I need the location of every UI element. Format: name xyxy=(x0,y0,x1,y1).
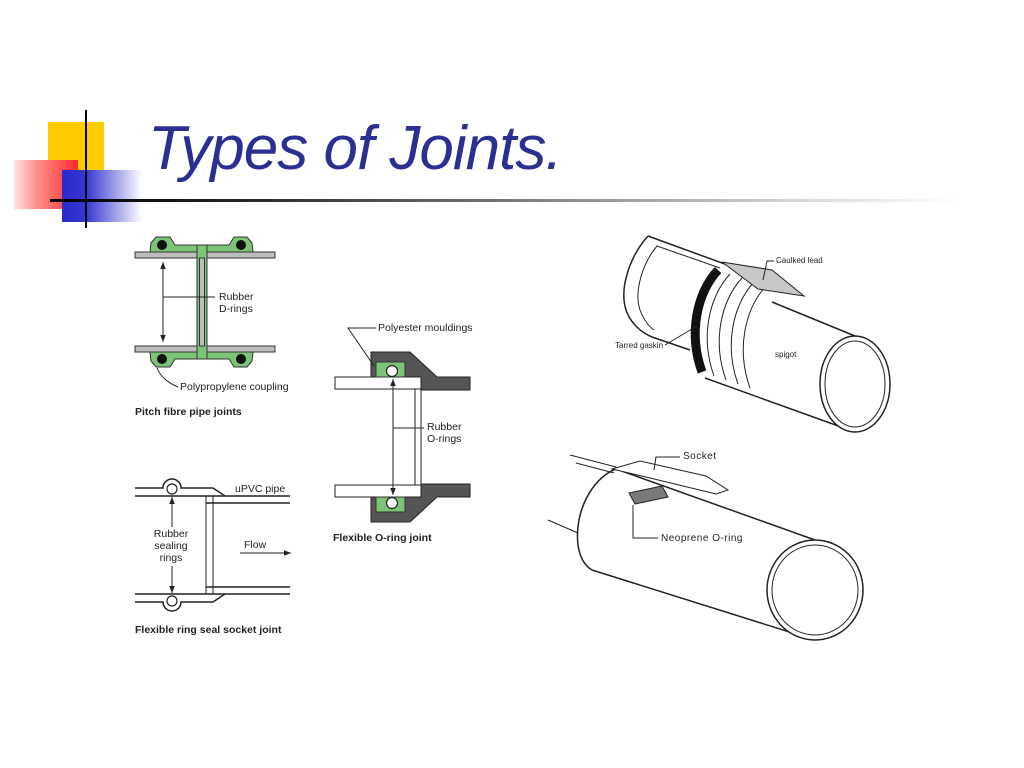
spigot-top-edge xyxy=(771,301,856,337)
caulked-lead-label: Caulked lead xyxy=(776,256,823,265)
blue-decor-square xyxy=(62,170,142,222)
ring-seal-caption: Flexible ring seal socket joint xyxy=(135,624,282,636)
spigot-upper-wall xyxy=(334,376,422,390)
spigot-end-opening xyxy=(819,335,891,433)
socket-bottom-edge xyxy=(651,336,691,351)
lead-groove-3 xyxy=(730,281,755,385)
right-pipe-upper-wall xyxy=(206,251,276,259)
ring-seal-socket-joint-figure: uPVC pipe Rubber sealing rings Flow Flex… xyxy=(135,478,291,636)
lead-groove-4 xyxy=(742,285,767,389)
socket-collar xyxy=(610,460,730,495)
pipe-top-edge xyxy=(615,468,816,541)
left-pipe-upper-wall xyxy=(134,251,198,259)
far-pipe-upper-line xyxy=(569,454,617,468)
socket-label: Socket xyxy=(683,451,717,462)
vertical-decor-rule xyxy=(85,110,87,228)
far-pipe-upper-inner-line xyxy=(575,462,615,474)
socket-lower-outer-line xyxy=(135,593,290,612)
spigot-bottom-edge xyxy=(704,377,856,433)
tarred-gaskin-band xyxy=(690,266,722,374)
pipe-left-end-curve xyxy=(576,468,617,571)
d-rings-label-line-2: D-rings xyxy=(219,303,253,315)
lower-o-ring xyxy=(385,496,399,510)
socket-cut-profile xyxy=(623,235,653,338)
o-rings-label-line-1: Rubber xyxy=(427,421,462,433)
coupling-lower-sleeve xyxy=(149,351,254,368)
coupling-label: Polypropylene coupling xyxy=(180,381,289,393)
pipe-end-opening xyxy=(766,539,864,641)
neoprene-o-ring-joint-figure: Socket Neoprene O-ring xyxy=(547,451,864,641)
upper-sealing-ring xyxy=(166,483,178,495)
caulked-lead-leader-line xyxy=(762,260,774,281)
coupling-upper-sleeve xyxy=(149,236,254,253)
sealing-rings-label-line-2: sealing xyxy=(154,540,187,552)
d-ring-lower-right xyxy=(236,354,246,364)
o-rings-label-line-2: O-rings xyxy=(427,433,461,445)
pitch-fibre-joint-figure: Rubber D-rings Polypropylene coupling Pi… xyxy=(134,236,289,418)
mouldings-leader-line xyxy=(347,327,376,367)
pipe-end-bore xyxy=(771,544,859,636)
o-ring-joint-figure: Rubber O-rings Polyester mouldings Flexi… xyxy=(333,322,473,544)
upper-o-ring xyxy=(385,364,399,378)
far-pipe-lower-line xyxy=(547,519,579,534)
socket-inner-cut-profile xyxy=(637,245,658,331)
tarred-gaskin-label: Tarred gaskin xyxy=(615,341,663,350)
o-ring-joint-caption: Flexible O-ring joint xyxy=(333,532,432,544)
d-ring-upper-left xyxy=(157,240,167,250)
spigot-label: spigot xyxy=(775,350,797,359)
lead-groove-2 xyxy=(718,277,743,381)
tarred-gaskin-leader-line xyxy=(664,325,698,346)
neoprene-ring-leader-line xyxy=(632,505,658,539)
title-underline-rule xyxy=(50,199,960,202)
caulked-lead-joint-figure: Caulked lead Tarred gaskin spigot xyxy=(615,235,891,433)
flow-label: Flow xyxy=(244,539,267,551)
lower-sealing-ring xyxy=(166,595,178,607)
socket-upper-outer-line xyxy=(135,478,290,497)
mouldings-label: Polyester mouldings xyxy=(378,322,473,334)
sealing-rings-label-line-3: rings xyxy=(160,552,183,564)
d-rings-label-line-1: Rubber xyxy=(219,291,254,303)
coupling-web-core xyxy=(199,257,205,347)
pipe-bottom-edge xyxy=(591,569,816,641)
right-pipe-lower-wall xyxy=(206,345,276,353)
upvc-pipe-label: uPVC pipe xyxy=(235,483,285,495)
lead-groove-1 xyxy=(706,273,731,377)
left-pipe-lower-wall xyxy=(134,345,198,353)
socket-inner-top-edge xyxy=(656,245,721,269)
slide-title: Types of Joints. xyxy=(148,114,563,183)
sealing-rings-label-line-1: Rubber xyxy=(154,528,189,540)
pitch-fibre-caption: Pitch fibre pipe joints xyxy=(135,406,242,418)
socket-leader-line xyxy=(653,456,680,471)
neoprene-ring-label: Neoprene O-ring xyxy=(661,533,743,544)
d-ring-lower-left xyxy=(157,354,167,364)
d-ring-upper-right xyxy=(236,240,246,250)
spigot-end-bore xyxy=(824,340,886,428)
coupling-leader-line xyxy=(156,367,179,388)
spigot-lower-wall xyxy=(334,484,422,498)
neoprene-o-ring xyxy=(628,485,669,505)
